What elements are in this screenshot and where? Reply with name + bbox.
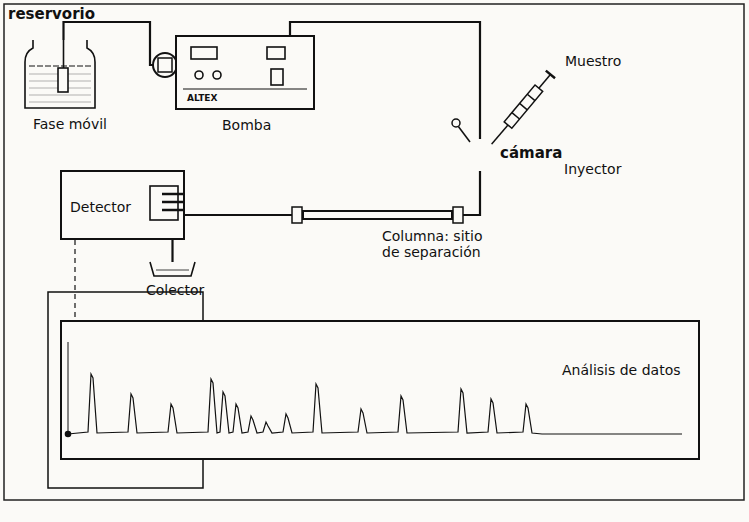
column-tube: Columna: sitio de separación [302, 210, 453, 220]
detector-box: Detector [60, 170, 185, 240]
column-fitting [453, 207, 463, 223]
node-label: Fase móvil [33, 116, 107, 132]
node-label: cámara [500, 145, 562, 162]
tubing [290, 22, 480, 139]
pump-head [153, 53, 177, 77]
node-label: Detector [70, 199, 131, 215]
reservoir-bottle-art [25, 40, 95, 110]
collector-dish-art [150, 262, 195, 276]
node-label: ALTEX [187, 93, 217, 103]
node-label: Columna: sitio de separación [382, 228, 497, 260]
pump-valve [158, 58, 172, 72]
tubing [171, 240, 173, 262]
reservoir-bottle: reservorioFase móvil [25, 40, 95, 110]
signal-line [74, 240, 75, 320]
chart-strip-art [62, 322, 702, 462]
node-label: Bomba [222, 117, 271, 133]
injector-circle: MuestrocámaraInyector [464, 139, 496, 171]
injector-knob [452, 119, 460, 127]
injector-handle [458, 126, 470, 142]
chart-strip: Análisis de datos [60, 320, 700, 460]
node-label: Análisis de datos [562, 362, 681, 378]
column-fitting [292, 207, 302, 223]
frame-border [4, 4, 744, 500]
pump-box: ALTEXBomba [175, 35, 315, 110]
tubing [185, 214, 302, 216]
node-label: Colector [146, 282, 204, 298]
node-label: Inyector [564, 161, 621, 177]
collector-dish: Colector [150, 262, 195, 276]
syringe [490, 71, 555, 146]
node-label: reservorio [8, 6, 95, 23]
node-label: Muestro [565, 53, 621, 69]
